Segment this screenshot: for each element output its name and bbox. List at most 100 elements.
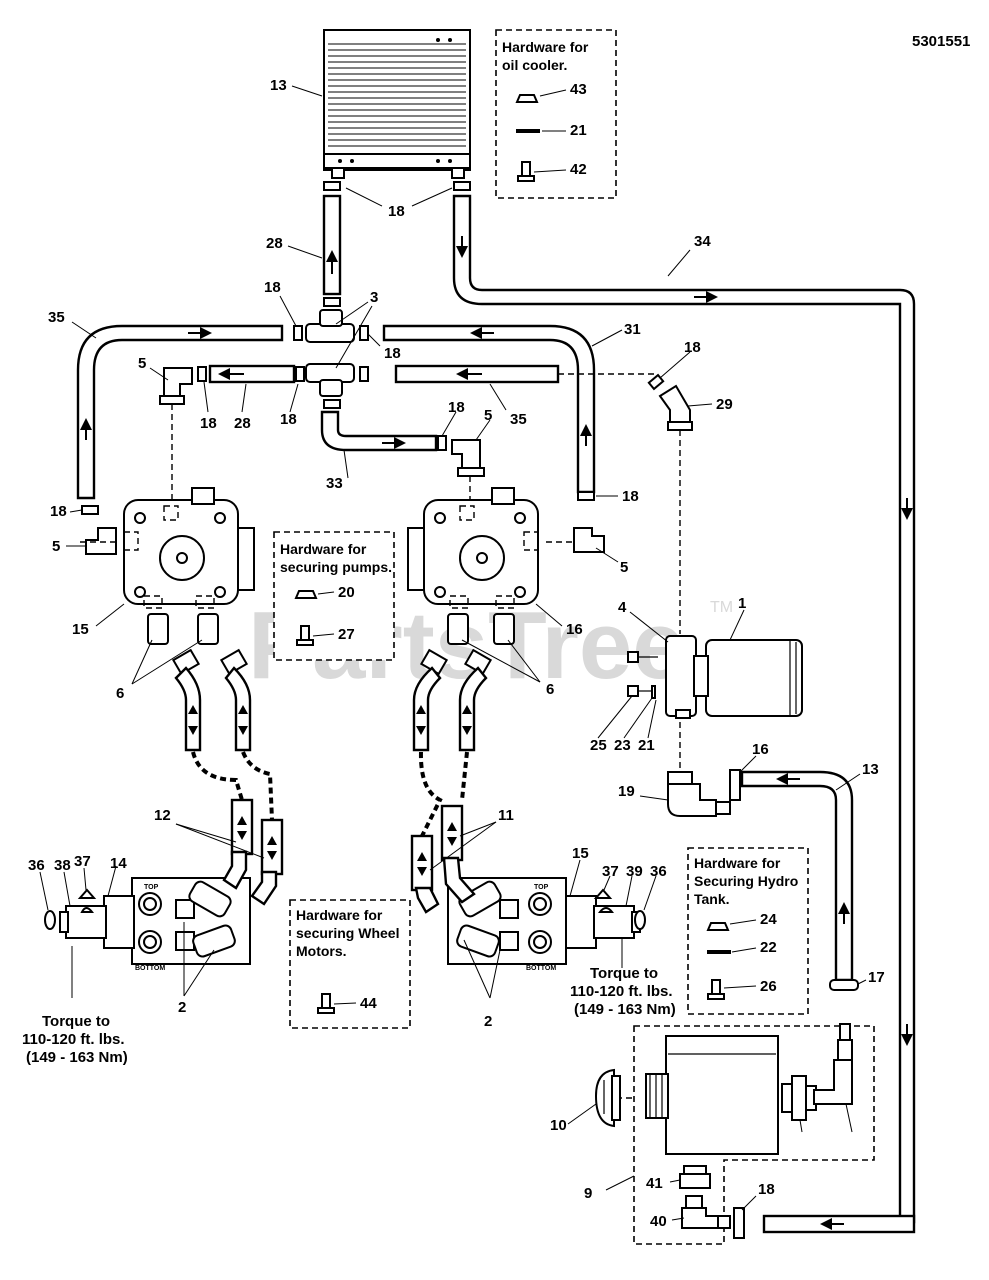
callout-36: 37	[602, 863, 619, 880]
callout-18: 18	[264, 279, 281, 296]
fitting-39	[679, 1165, 711, 1189]
torque-left-line1: Torque to	[42, 1013, 110, 1030]
port-label-bottom-left: BOTTOM	[135, 965, 165, 972]
hardware-box-hydro-tank: Hardware for Securing Hydro Tank. 24 22 …	[687, 847, 809, 1015]
hose-28-lower	[208, 364, 296, 384]
callout-43: 43	[570, 81, 587, 98]
bolt-icon	[521, 161, 531, 177]
flow-arrows	[80, 236, 913, 1230]
tee-38	[681, 1195, 731, 1229]
wheel-motor-right: TOP BOTTOM	[447, 877, 641, 972]
washer-icon	[516, 129, 540, 133]
bolt-icon	[300, 625, 310, 641]
callout-13: 14	[110, 855, 127, 872]
callout-8: 10	[550, 1117, 567, 1134]
watermark-trademark: TM	[710, 599, 733, 616]
callout-20: 20	[338, 584, 355, 601]
torque-left-line2: 110-120 ft. lbs.	[22, 1031, 125, 1048]
hose-33	[76, 324, 284, 500]
oil-filter-1	[705, 639, 803, 717]
callout-4: 4	[618, 599, 627, 616]
callout-5: 5	[138, 355, 146, 372]
hw-pumps-title-2: securing pumps.	[280, 559, 392, 575]
port-label-bottom-right: BOTTOM	[526, 965, 556, 972]
pump-outlet-fittings-6	[147, 613, 515, 676]
hardware-box-oil-cooler: Hardware for oil cooler. 43 21 42	[495, 29, 617, 199]
hose-clamp-16-upper	[729, 769, 741, 801]
drive-hoses	[174, 666, 488, 892]
port-label-top-left: TOP	[144, 884, 159, 891]
torque-left-line3: (149 - 163 Nm)	[26, 1049, 128, 1066]
hose-9-end-a	[414, 886, 440, 914]
callout-6: 6	[116, 685, 124, 702]
callout-25: 25	[590, 737, 607, 754]
axle-hardware	[44, 888, 646, 930]
callout-21: 21	[570, 122, 587, 139]
hw-hydro-tank-title-2: Securing Hydro	[694, 873, 798, 889]
hose-31	[320, 410, 438, 452]
callout-28: 28	[266, 235, 283, 252]
hw-pumps-title-1: Hardware for	[280, 541, 367, 557]
callout-18: 18	[684, 339, 701, 356]
hw-hydro-tank-title-1: Hardware for	[694, 855, 781, 871]
callout-19: 19	[618, 783, 635, 800]
callouts: 13 18 28 34 18 3 35 31 18 5 18 28 18 18 …	[28, 77, 885, 1230]
callout-13: 15	[572, 845, 589, 862]
callout-23: 23	[614, 737, 631, 754]
fittings-18	[81, 181, 665, 515]
port-label-top-right: TOP	[534, 884, 549, 891]
callout-30: 31	[624, 321, 641, 338]
torque-right-line1: Torque to	[590, 965, 658, 982]
callout-22: 22	[760, 939, 777, 956]
callout-11: 13	[270, 77, 287, 94]
elbow-fittings-5	[85, 367, 605, 555]
hose-10-end-b	[250, 870, 278, 906]
callout-26: 26	[760, 978, 777, 995]
callout-14: 15	[72, 621, 89, 638]
callout-35: 36	[650, 863, 667, 880]
callout-16: 16	[752, 741, 769, 758]
callout-31: 33	[326, 475, 343, 492]
wheel-motor-left: TOP BOTTOM	[59, 877, 251, 972]
flange-nut-icon	[515, 94, 539, 103]
callout-7: 9	[584, 1185, 592, 1202]
elbow-41	[813, 1023, 853, 1105]
callout-37: 38	[54, 857, 71, 874]
callout-21: 21	[638, 737, 655, 754]
flange-nut-icon	[294, 590, 318, 599]
torque-note-right: Torque to 110-120 ft. lbs. (149 - 163 Nm…	[570, 938, 676, 1018]
flange-nut-icon	[706, 922, 730, 931]
pump-14	[123, 487, 255, 609]
hydro-tank	[645, 1035, 779, 1155]
callout-2: 2	[178, 999, 186, 1016]
callout-18: 18	[384, 345, 401, 362]
hose-clamp-16-lower	[829, 979, 859, 991]
hw-wheel-motors-title-1: Hardware for	[296, 907, 383, 923]
callout-34: 35	[510, 411, 527, 428]
torque-right-line2: 110-120 ft. lbs.	[570, 983, 673, 1000]
callout-17: 18	[758, 1181, 775, 1198]
bolt-icon	[321, 993, 331, 1009]
callout-28: 28	[234, 415, 251, 432]
callout-37: 39	[626, 863, 643, 880]
hose-9-end-b	[442, 856, 476, 904]
washer-icon	[707, 950, 731, 954]
callout-15: 16	[566, 621, 583, 638]
callout-18: 18	[280, 411, 297, 428]
callout-42: 42	[570, 161, 587, 178]
callout-12: 13	[862, 761, 879, 778]
callout-1: 1	[738, 595, 746, 612]
callout-39: 41	[646, 1175, 663, 1192]
elbow-29	[658, 384, 693, 431]
callout-2: 2	[484, 1013, 492, 1030]
callout-32: 34	[694, 233, 711, 250]
callout-18: 18	[50, 503, 67, 520]
callout-5: 5	[52, 538, 60, 555]
hw-wheel-motors-title-3: Motors.	[296, 943, 347, 959]
callout-18: 18	[448, 399, 465, 416]
callout-16: 17	[868, 969, 885, 986]
fitting-40	[781, 1075, 817, 1121]
callout-5: 5	[484, 407, 492, 424]
hw-oil-cooler-title-1: Hardware for	[502, 39, 589, 55]
callout-5: 5	[620, 559, 628, 576]
